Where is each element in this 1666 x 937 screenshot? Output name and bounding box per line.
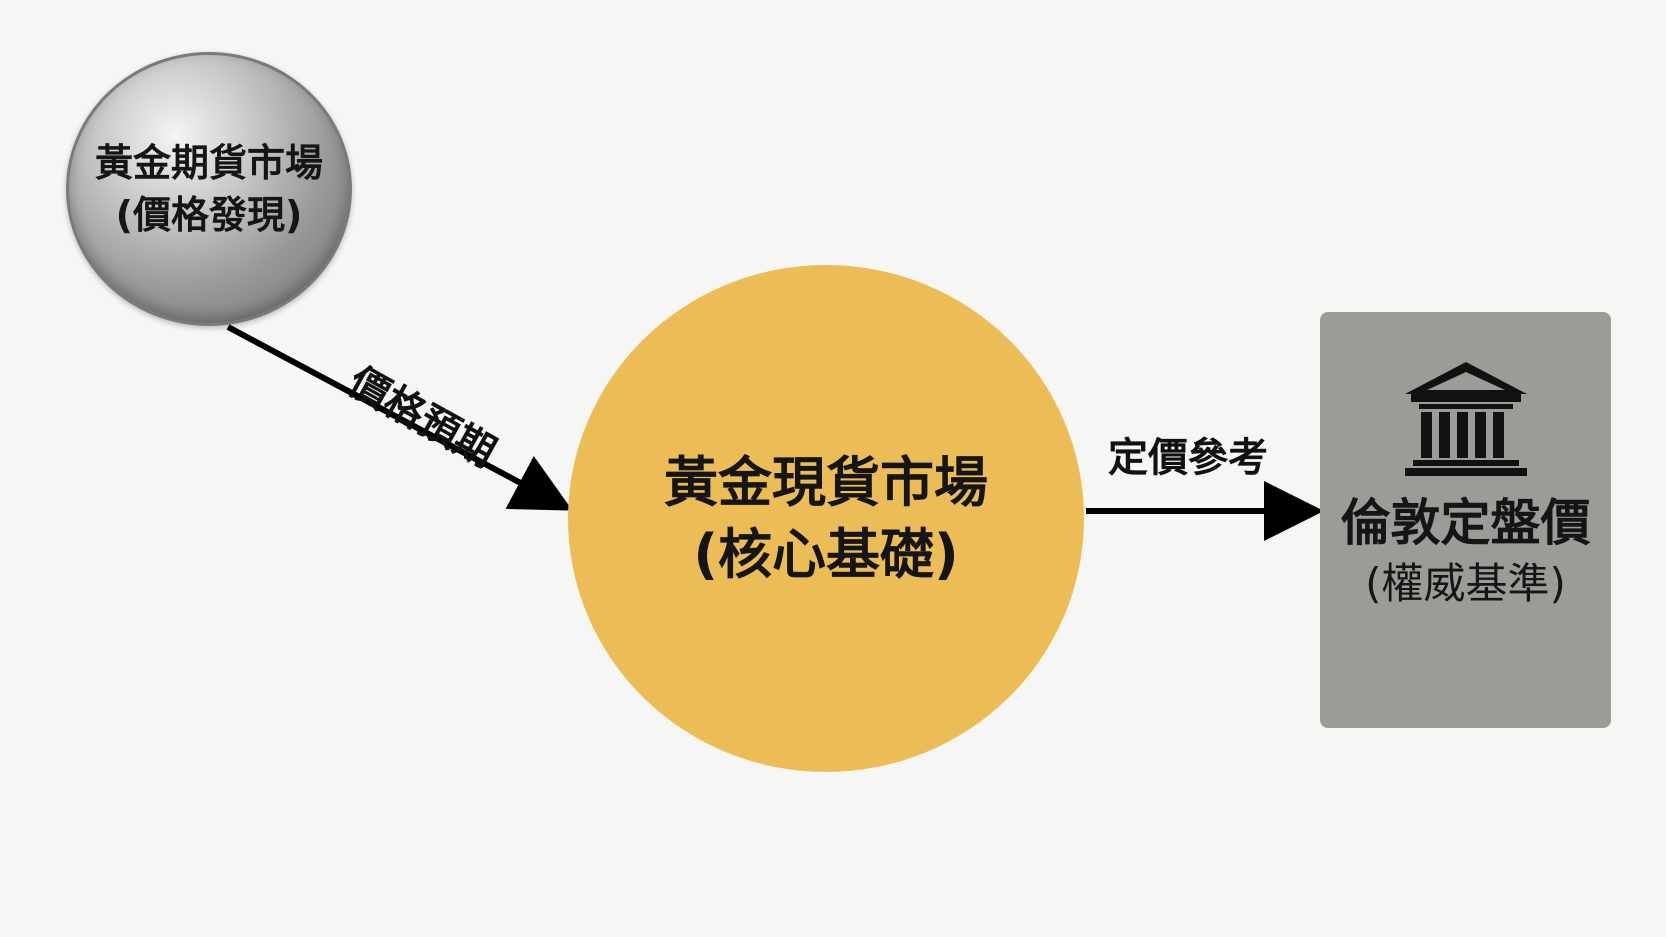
- futures-market-node: 黃金期貨市場 (價格發現): [66, 52, 352, 326]
- spot-market-node: 黃金現貨市場 (核心基礎): [568, 265, 1084, 772]
- edge-label-pricing-reference: 定價參考: [1108, 435, 1268, 481]
- spot-market-title: 黃金現貨市場: [664, 450, 988, 514]
- bank-building-icon: [1404, 362, 1527, 476]
- spot-market-subtitle: (核心基礎): [693, 522, 959, 586]
- london-fix-subtitle: (權威基準): [1365, 559, 1566, 608]
- futures-market-subtitle: (價格發現): [115, 193, 303, 237]
- futures-market-title: 黃金期貨市場: [94, 141, 323, 185]
- london-fix-title: 倫敦定盤價: [1340, 494, 1591, 552]
- arrow-futures-to-spot: [226, 324, 573, 511]
- london-fix-node: 倫敦定盤價 (權威基準): [1320, 312, 1611, 728]
